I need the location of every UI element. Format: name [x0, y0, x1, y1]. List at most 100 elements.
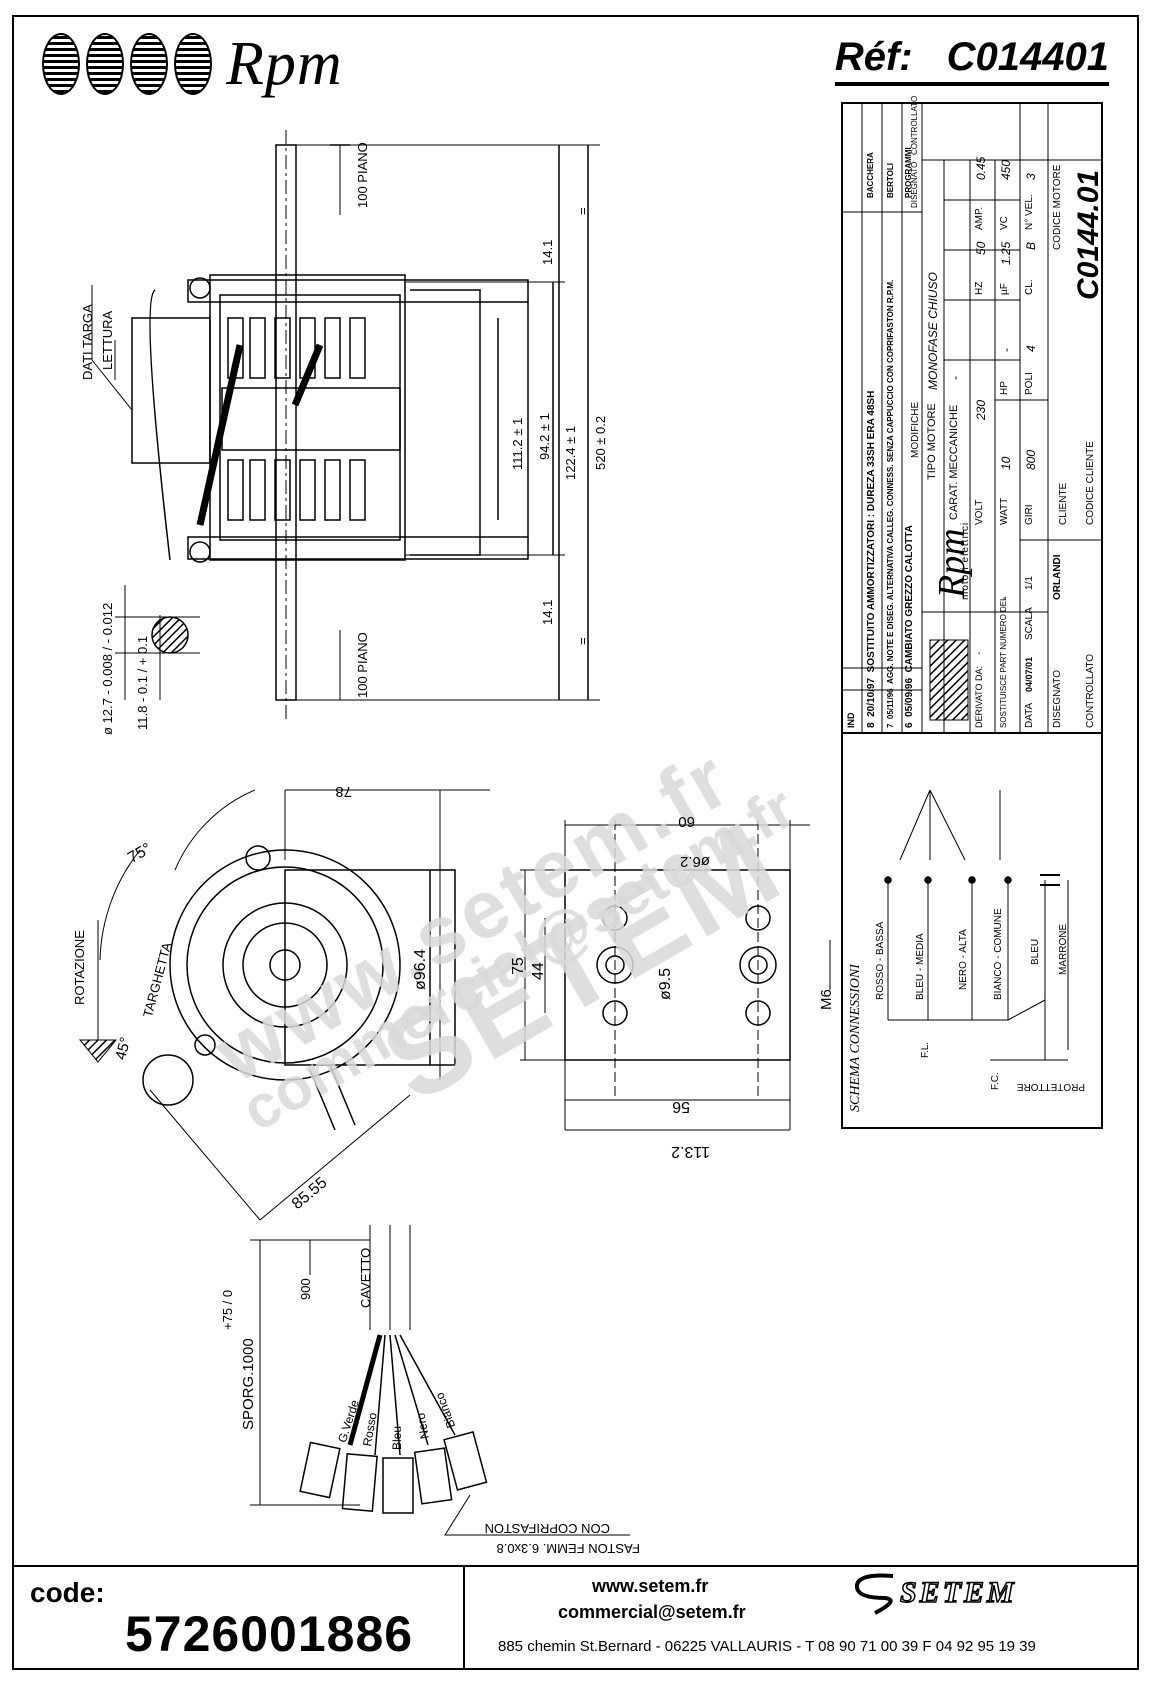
cl-label: CL.	[1024, 279, 1035, 295]
fl-label: F.L.	[920, 1041, 931, 1058]
scala-value: 1/1	[1024, 576, 1035, 590]
footer-website[interactable]: www.setem.fr	[592, 1576, 709, 1596]
wire-nero-alta: NERO - ALTA	[958, 929, 969, 990]
rev-6: 6 05/09/96 CAMBIATO GREZZO CALOTTA	[904, 525, 915, 728]
wire-rosso-bassa: ROSSO - BASSA	[875, 921, 886, 1000]
disegnato-header: DISEGNATO	[910, 161, 919, 208]
dim-60: 60	[678, 813, 695, 830]
faston-label: FASTON FEMM. 6.3x0.8	[496, 1541, 640, 1556]
tb-logo-sub: motori elettrici	[960, 521, 971, 600]
nvel-label: N° VEL.	[1024, 194, 1035, 230]
cl-value: B	[1024, 241, 1038, 250]
rev-ind-header: IND	[846, 712, 856, 729]
rotazione-label: ROTAZIONE	[72, 930, 87, 1005]
scala-label: SCALA	[1024, 607, 1035, 640]
dim-14-1-bottom: 14.1	[540, 599, 555, 625]
wire-bianco-comune: BIANCO - COMUNE	[993, 908, 1004, 1000]
giri-label: GIRI	[1024, 504, 1035, 525]
reference: Réf: C014401	[834, 35, 1109, 86]
nvel-value: 3	[1024, 173, 1038, 180]
dim-m6: M6	[818, 989, 835, 1010]
data-value: 04/07/01	[1024, 656, 1034, 692]
dim-96-4: ø96.4	[412, 949, 429, 990]
codice-motore-value: C0144.01	[1072, 169, 1105, 300]
coil-icon	[174, 33, 212, 95]
sostituisce-value: -	[999, 596, 1010, 600]
wire-bleu: Bleu	[390, 1425, 404, 1450]
tipo-motore-label: TIPO MOTORE	[926, 403, 938, 480]
code-value: 5726001886	[125, 1606, 414, 1662]
shaft-diameter: ø 12.7 - 0.008 / - 0.012	[100, 602, 115, 735]
lettura-label: LETTURA	[100, 310, 115, 370]
ref-value: C014401	[946, 35, 1109, 79]
coil-icon	[130, 33, 168, 95]
vc-value: 450	[999, 159, 1013, 180]
poli-value: 4	[1024, 345, 1038, 352]
code-label: code:	[30, 1577, 105, 1608]
protettore-label: PROTETTORE	[1016, 1081, 1085, 1092]
tipo-motore-value: MONOFASE CHIUSO	[926, 272, 940, 390]
codice-motore-label: CODICE MOTORE	[1052, 164, 1063, 250]
sostituisce-label: SOSTITUISCE PART NUMERO DEL	[999, 596, 1008, 728]
watt-label: WATT	[999, 497, 1010, 525]
setem-logo: SETEM	[899, 1575, 1017, 1610]
dim-44: 44	[530, 962, 547, 980]
amp-label: AMP.	[974, 206, 985, 230]
footer-address: 885 chemin St.Bernard - 06225 VALLAURIS …	[498, 1638, 1036, 1655]
rev-7-by: BERTOLI	[886, 163, 895, 198]
rev-7: 7 05/11/96 AGG. NOTE E DISEG. ALTERNATIV…	[886, 279, 895, 728]
dim-6-2: ø6.2	[679, 853, 710, 870]
dim-122-4: 122.4 ± 1	[563, 425, 578, 480]
modifiche-header: MODIFICHE	[910, 401, 921, 458]
derivato-value: -	[974, 651, 985, 655]
giri-value: 800	[1024, 449, 1038, 470]
disegnato-value: ORLANDI	[1052, 554, 1063, 600]
dim-56: 56	[672, 1098, 690, 1115]
wire-bleu: BLEU	[1030, 938, 1041, 965]
hz-value: 50	[974, 241, 988, 255]
hp-value: -	[999, 348, 1013, 352]
codice-cliente-label: CODICE CLIENTE	[1085, 441, 1096, 525]
coil-icon	[42, 33, 80, 95]
volt-label: VOLT	[974, 499, 985, 525]
dim-14-1-top: 14.1	[540, 239, 555, 265]
cavetto-label: CAVETTO	[358, 1247, 373, 1308]
shaft-flat: 11.8 - 0.1 / + 0.1	[135, 635, 150, 730]
footer-email[interactable]: commercial@setem.fr	[558, 1602, 746, 1622]
uf-value: 1.25	[999, 241, 1013, 265]
volt-value: 230	[974, 399, 988, 420]
sporg-tolerance: +75 / 0	[220, 1289, 235, 1330]
wire-marrone: MARRONE	[1058, 923, 1069, 975]
coil-icon	[86, 33, 124, 95]
dim-111-2: 111.2 ± 1	[510, 417, 525, 470]
rev-8: 8 20/10/97 SOSTITUITO AMMORTIZZATORI : D…	[866, 390, 877, 728]
uf-label: µF	[999, 283, 1010, 295]
brand-name: Rpm	[226, 29, 343, 98]
dim-113-2: 113.2	[671, 1143, 710, 1160]
equal-mark-bottom: =	[575, 637, 590, 645]
ref-label: Réf:	[834, 35, 913, 79]
equal-mark-top: =	[575, 207, 590, 215]
poli-label: POLI	[1024, 372, 1035, 395]
dim-9-5: ø9.5	[657, 967, 674, 1000]
rotation-arrow-icon	[78, 920, 118, 1063]
dati-targa-label: DATI TARGA	[80, 304, 95, 380]
controllato-label: CONTROLLATO	[1085, 653, 1096, 728]
cliente-label: CLIENTE	[1058, 482, 1069, 525]
dim-94-2: 94.2 ± 1	[537, 413, 552, 460]
controllato-header: CONTROLLATO	[910, 95, 919, 155]
vc-label: VC	[999, 216, 1010, 230]
derivato-label: DERIVATO DA:	[974, 665, 984, 728]
coprifaston-label: CON COPRIFASTON	[484, 1521, 610, 1536]
hp-label: HP	[999, 381, 1010, 395]
dim-900: 900	[298, 1278, 313, 1300]
setem-swoosh-icon	[854, 1573, 894, 1615]
dim-78: 78	[335, 783, 352, 800]
piano-bottom-label: 100 PIANO	[355, 632, 370, 698]
rev-8-by: BACCHERA	[866, 152, 875, 198]
hz-label: HZ	[974, 281, 985, 295]
piano-top-label: 100 PIANO	[355, 142, 370, 208]
dim-520: 520 ± 0.2	[593, 415, 608, 470]
dim-75: 75	[510, 957, 527, 975]
